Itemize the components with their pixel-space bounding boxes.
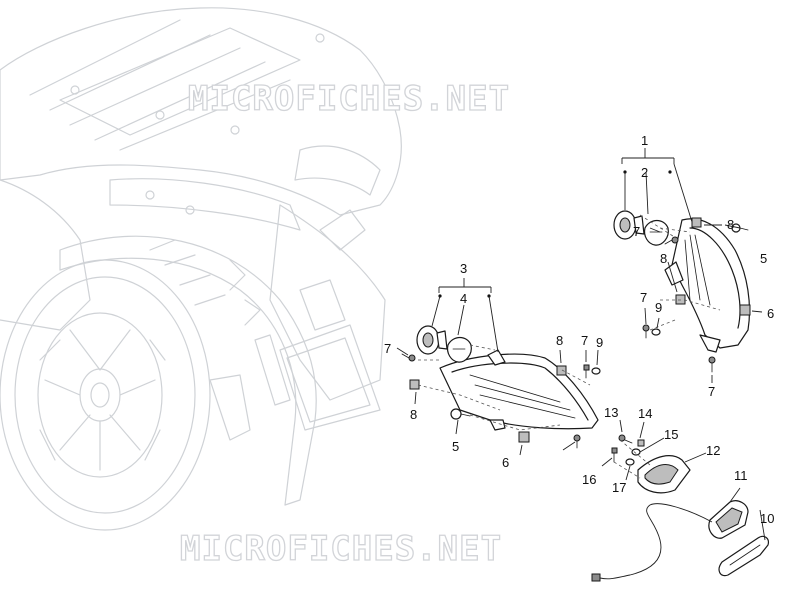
callout-8-mid: 8 <box>556 333 563 348</box>
plate-light-11 <box>708 500 749 539</box>
watermark-top: MICROFICHES.NET <box>188 79 510 119</box>
wiring-harness <box>599 503 713 580</box>
callout-1: 1 <box>641 133 648 148</box>
callout-15: 15 <box>664 427 678 442</box>
screw-7-left <box>401 353 416 362</box>
assembly-guide-lines <box>417 214 721 479</box>
clip-8-rear <box>675 294 686 305</box>
spacer-5-left <box>450 408 471 420</box>
bulb-left <box>446 336 472 363</box>
callout-10: 10 <box>760 511 774 526</box>
washer-15 <box>631 448 641 456</box>
callout-12: 12 <box>706 443 720 458</box>
spacer-5-right <box>731 223 749 233</box>
vehicle-ghost-outline <box>0 7 402 531</box>
lens-10 <box>718 535 769 577</box>
callout-11: 11 <box>734 468 748 483</box>
callout-6-left: 6 <box>502 455 509 470</box>
callout-8-rear: 8 <box>660 251 667 266</box>
callout-5-right: 5 <box>760 251 767 266</box>
callout-7-left: 7 <box>384 341 391 356</box>
clip-8-left <box>409 379 420 390</box>
callout-7-rear: 7 <box>640 290 647 305</box>
callout-9-mid: 9 <box>596 335 603 350</box>
callout-4: 4 <box>460 291 467 306</box>
washer-9-mid <box>591 367 601 375</box>
cover-12 <box>637 455 691 494</box>
callout-8-top: 8 <box>727 217 734 232</box>
screw-7-bottom <box>708 356 716 373</box>
callout-9-rear: 9 <box>655 300 662 315</box>
washer-9-rear <box>651 328 661 336</box>
clip-8-mid <box>556 365 567 376</box>
callout-leaders <box>396 148 766 541</box>
washer-17 <box>625 458 635 466</box>
clip-8-top <box>691 217 702 228</box>
callout-7-bottom: 7 <box>708 384 715 399</box>
callout-8-left: 8 <box>410 407 417 422</box>
bulb-holder-left <box>416 325 448 355</box>
screw-7-rear <box>642 324 650 339</box>
screw-13 <box>618 434 633 444</box>
screw-7-lower <box>573 434 581 449</box>
nut-14 <box>637 439 645 447</box>
callout-2: 2 <box>641 165 648 180</box>
nut-6-left <box>518 431 530 443</box>
nut-6-right <box>739 304 751 316</box>
connector <box>591 573 601 582</box>
callout-13: 13 <box>604 405 618 420</box>
callout-labels: 1 2 3 4 5 5 6 6 7 7 7 7 7 8 8 8 8 9 9 10… <box>384 133 774 526</box>
callout-3: 3 <box>460 261 467 276</box>
bulb-holder-right <box>613 210 645 240</box>
callout-16: 16 <box>582 472 596 487</box>
callout-7-top: 7 <box>633 224 640 239</box>
watermark-bottom: MICROFICHES.NET <box>180 529 502 569</box>
tail-light-left <box>439 349 599 431</box>
callout-6-right: 6 <box>767 306 774 321</box>
screw-16 <box>611 447 618 463</box>
bulb-right <box>643 219 669 246</box>
callout-14: 14 <box>638 406 652 421</box>
callout-7-mid: 7 <box>581 333 588 348</box>
screw-7-top <box>664 236 679 245</box>
callout-5-left: 5 <box>452 439 459 454</box>
callout-17: 17 <box>612 480 626 495</box>
screw-7-mid <box>583 364 590 379</box>
